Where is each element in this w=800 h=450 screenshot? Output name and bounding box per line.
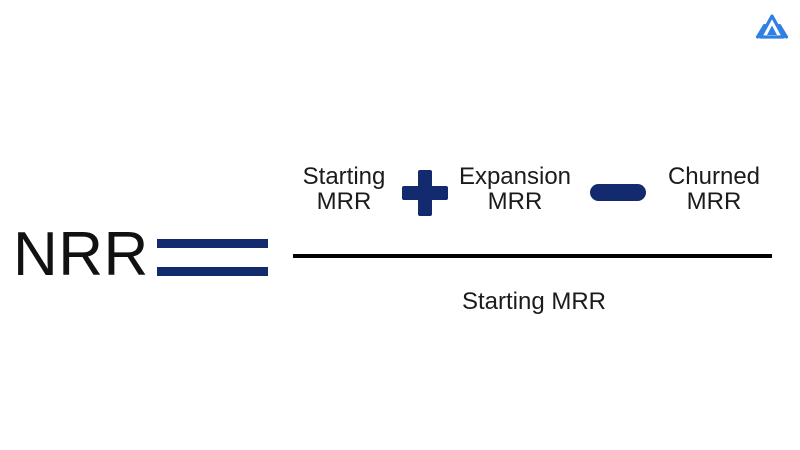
plus-operator-icon bbox=[402, 170, 448, 216]
numerator-term-churned-mrr-line2: MRR bbox=[686, 188, 742, 215]
numerator-term-starting-mrr-line2: MRR bbox=[316, 188, 372, 215]
numerator-term-expansion-mrr: Expansion MRR bbox=[453, 164, 577, 214]
equals-sign-icon bbox=[157, 239, 268, 276]
numerator-term-churned-mrr-line1: Churned bbox=[667, 163, 761, 190]
brand-logo bbox=[752, 9, 792, 45]
numerator-term-churned-mrr: Churned MRR bbox=[653, 164, 775, 214]
fraction-numerator: Starting MRR Expansion MRR Churned MRR bbox=[293, 160, 775, 220]
equals-bar-bottom bbox=[157, 267, 268, 276]
numerator-term-starting-mrr-line1: Starting bbox=[302, 163, 386, 190]
formula-result-label: NRR bbox=[13, 220, 149, 289]
minus-operator-icon bbox=[590, 184, 646, 201]
numerator-term-starting-mrr: Starting MRR bbox=[294, 164, 394, 214]
fraction-denominator: Starting MRR bbox=[461, 288, 607, 315]
mountain-logo-icon bbox=[752, 9, 792, 45]
numerator-term-expansion-mrr-line1: Expansion bbox=[458, 163, 572, 190]
fraction-divider-bar bbox=[293, 254, 772, 258]
plus-vertical-bar bbox=[418, 170, 432, 216]
fraction: Starting MRR Expansion MRR Churned MRR bbox=[293, 160, 775, 220]
numerator-term-expansion-mrr-line2: MRR bbox=[487, 188, 543, 215]
equals-bar-top bbox=[157, 239, 268, 248]
